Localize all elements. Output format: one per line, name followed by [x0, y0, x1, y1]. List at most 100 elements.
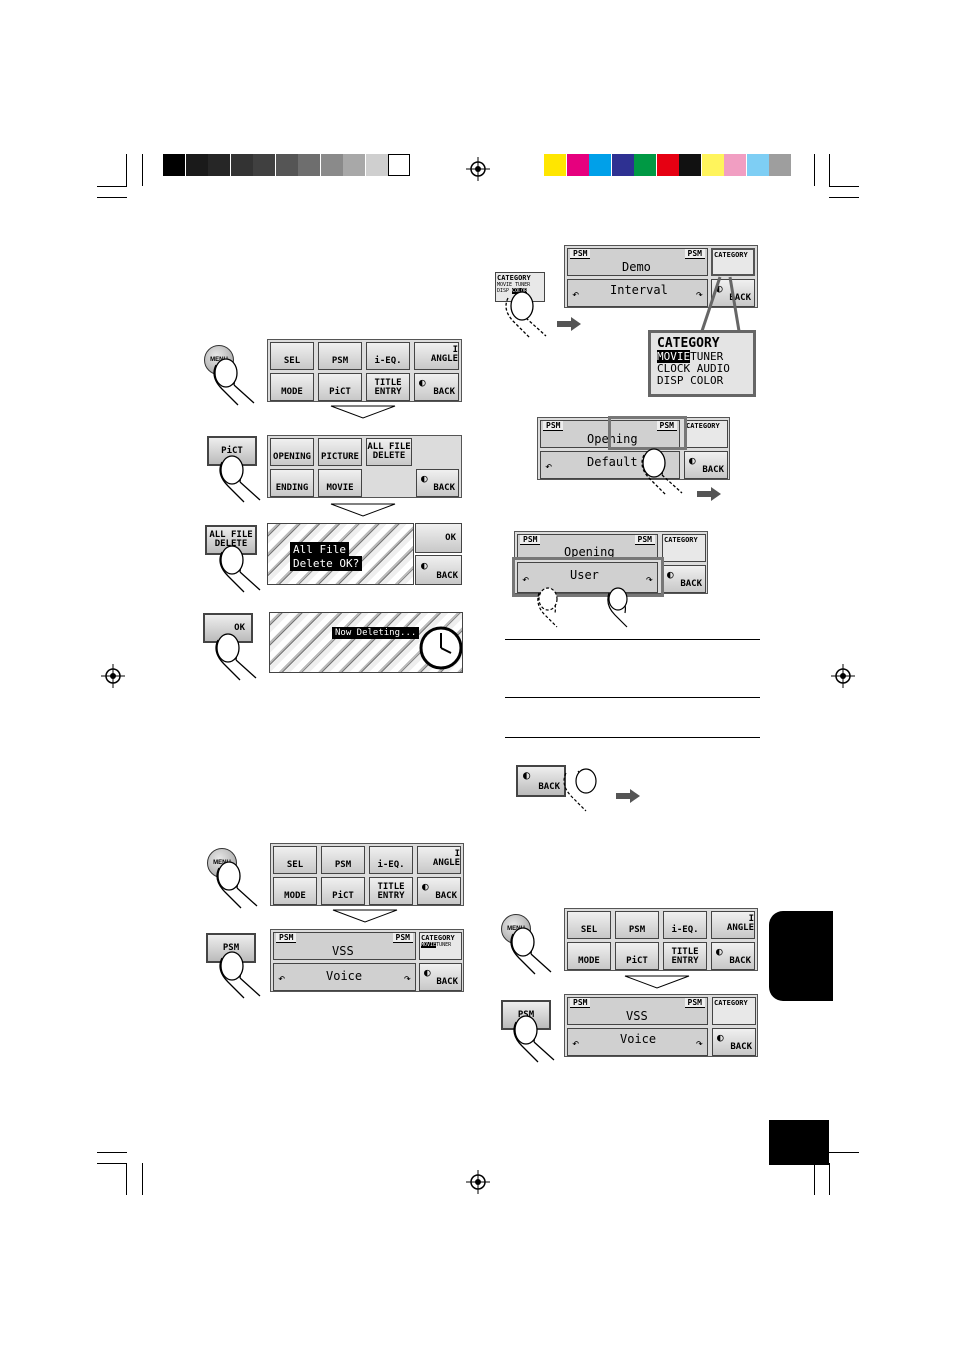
menu-mode-button[interactable]: MODE: [567, 942, 611, 970]
pict-movie-button[interactable]: MOVIE: [318, 469, 362, 497]
psm-back-button[interactable]: ◐BACK: [684, 451, 728, 479]
category-title: CATEGORY: [686, 422, 720, 430]
menu-pict-button[interactable]: PiCT: [615, 942, 659, 970]
psm-back-button[interactable]: ◐BACK: [712, 1028, 756, 1056]
pict-ending-button[interactable]: ENDING: [270, 469, 314, 497]
cat-clock[interactable]: CLOCK: [657, 362, 691, 375]
category-button[interactable]: CATEGORY: [711, 248, 755, 276]
menu-sel-button[interactable]: SEL: [567, 911, 611, 939]
category-title: CATEGORY: [497, 274, 531, 282]
category-button[interactable]: CATEGORY: [662, 534, 706, 562]
value-left-arrow-icon[interactable]: ↶: [572, 1036, 580, 1050]
finger-press-icon: [563, 768, 597, 812]
menu-ieq-button[interactable]: i-EQ.: [369, 846, 413, 874]
cat-audio[interactable]: AUDIO: [696, 362, 730, 375]
value-right-arrow-icon[interactable]: ↷: [645, 572, 653, 586]
menu-ieq-button[interactable]: i-EQ.: [366, 342, 410, 370]
menu-pict-button[interactable]: PiCT: [321, 877, 365, 905]
menu-title-entry-button[interactable]: TITLE ENTRY: [366, 373, 410, 401]
category-key[interactable]: CATEGORY MOVIE TUNER DISP COLOR: [495, 272, 545, 302]
cat-disp[interactable]: DISP: [657, 374, 684, 387]
cat-color[interactable]: COLOR: [690, 374, 724, 387]
menu-mode-button[interactable]: MODE: [270, 373, 314, 401]
category-button[interactable]: CATEGORY MOVIETUNER: [419, 932, 462, 960]
finger-press-icon: [505, 291, 547, 339]
value-right-arrow-icon[interactable]: ↷: [403, 971, 411, 985]
psm-back-button[interactable]: ◐BACK: [662, 565, 706, 593]
psm-next-tab[interactable]: PSM: [634, 535, 655, 545]
menu-pict-button[interactable]: PiCT: [318, 373, 362, 401]
menu-back-button[interactable]: ◐BACK: [417, 877, 461, 905]
confirm-delete-screen: All File Delete OK?: [267, 523, 414, 585]
menu-sel-button[interactable]: SEL: [273, 846, 317, 874]
cat-tuner: TUNER: [515, 282, 531, 288]
back-label: BACK: [730, 1042, 752, 1052]
category-list: MOVIE TUNER: [497, 282, 543, 288]
psm-prev-tab[interactable]: PSM: [570, 249, 591, 259]
psm-value-row[interactable]: ↶ Interval ↷: [567, 279, 708, 307]
cat-movie[interactable]: MOVIE: [657, 350, 691, 363]
psm-next-tab[interactable]: PSM: [684, 998, 705, 1008]
menu-back-button[interactable]: ◐BACK: [711, 942, 755, 970]
color-swatch: [566, 154, 589, 176]
psm-panel-user: PSM PSM Opening ↶ User ↷ CATEGORY ◐BACK: [514, 531, 708, 594]
psm-item-row[interactable]: PSM PSM VSS: [273, 932, 416, 960]
menu-psm-button[interactable]: PSM: [321, 846, 365, 874]
category-button[interactable]: CATEGORY: [684, 420, 728, 448]
psm-prev-tab[interactable]: PSM: [276, 933, 297, 943]
menu-back-button[interactable]: ◐BACK: [414, 373, 459, 401]
back-icon: ◐: [424, 966, 431, 979]
cat-tuner[interactable]: TUNER: [690, 350, 724, 363]
psm-value-row[interactable]: ↶ User ↷: [517, 562, 658, 593]
psm-next-tab[interactable]: PSM: [392, 933, 413, 943]
back-key[interactable]: ◐BACK: [516, 765, 566, 797]
back-icon: ◐: [422, 880, 429, 893]
menu-ieq-button[interactable]: i-EQ.: [663, 911, 707, 939]
menu-title-entry-button[interactable]: TITLE ENTRY: [663, 942, 707, 970]
psm-next-tab[interactable]: PSM: [684, 249, 705, 259]
value-right-arrow-icon[interactable]: ↷: [695, 1036, 703, 1050]
back-label: BACK: [436, 571, 458, 581]
now-deleting-screen: Now Deleting...: [269, 612, 463, 673]
psm-back-button[interactable]: ◐BACK: [419, 963, 462, 991]
gray-swatch: [230, 154, 253, 176]
psm-item-row[interactable]: PSM PSM Opening: [517, 534, 658, 558]
pict-picture-button[interactable]: PICTURE: [318, 438, 362, 466]
category-title: CATEGORY: [421, 934, 455, 942]
menu-psm-button[interactable]: PSM: [318, 342, 362, 370]
pict-all-file-delete-button[interactable]: ALL FILE DELETE: [366, 438, 412, 466]
value-left-arrow-icon[interactable]: ↶: [572, 287, 580, 301]
angle-indicator: I: [454, 848, 460, 859]
psm-next-tab[interactable]: PSM: [656, 421, 677, 431]
menu-title-entry-button[interactable]: TITLE ENTRY: [369, 877, 413, 905]
pict-opening-button[interactable]: OPENING: [270, 438, 314, 466]
psm-value-row[interactable]: ↶ Voice ↷: [567, 1028, 708, 1056]
confirm-back-button[interactable]: ◐BACK: [415, 555, 462, 585]
category-button[interactable]: CATEGORY: [712, 997, 756, 1025]
color-swatch: [746, 154, 769, 176]
back-icon: ◐: [667, 568, 674, 581]
category-list: MOVIETUNER: [421, 942, 460, 948]
value-left-arrow-icon[interactable]: ↶: [278, 971, 286, 985]
menu-sel-button[interactable]: SEL: [270, 342, 314, 370]
confirm-ok-button[interactable]: OK: [415, 523, 462, 553]
psm-item-row[interactable]: PSM PSM Demo: [567, 248, 708, 276]
value-left-arrow-icon[interactable]: ↶: [545, 459, 553, 473]
cat-tuner: TUNER: [436, 942, 452, 948]
pict-back-button[interactable]: ◐BACK: [416, 469, 459, 497]
psm-prev-tab[interactable]: PSM: [520, 535, 541, 545]
psm-prev-tab[interactable]: PSM: [570, 998, 591, 1008]
divider: [505, 697, 760, 698]
psm-value-row[interactable]: ↶ Voice ↷: [273, 963, 416, 991]
value-left-arrow-icon[interactable]: ↶: [522, 572, 530, 586]
psm-prev-tab[interactable]: PSM: [543, 421, 564, 431]
psm-item-row[interactable]: PSM PSM VSS: [567, 997, 708, 1025]
value-right-arrow-icon[interactable]: ↷: [695, 287, 703, 301]
menu-mode-button[interactable]: MODE: [273, 877, 317, 905]
psm-item-label: Opening: [587, 432, 638, 446]
menu-psm-button[interactable]: PSM: [615, 911, 659, 939]
down-arrow-icon: [624, 975, 690, 989]
